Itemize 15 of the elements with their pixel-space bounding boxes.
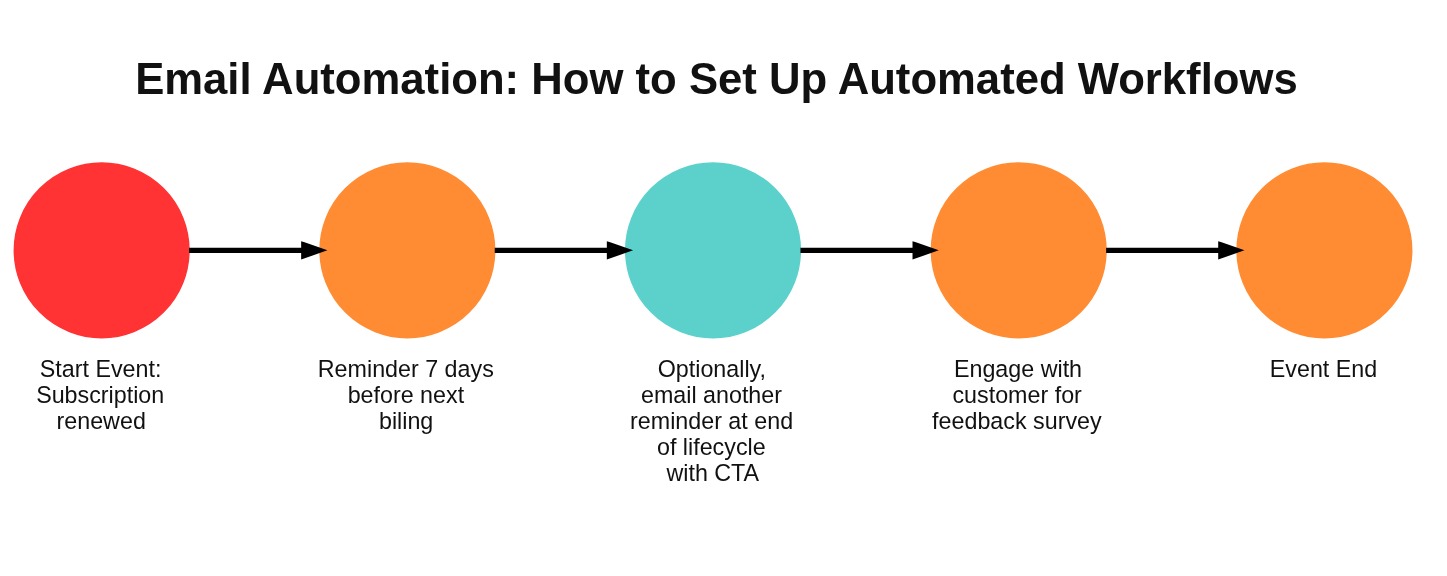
node-label: Optionally, email another reminder at end of lifecycle with CTA bbox=[630, 355, 794, 486]
diagram-title: Email Automation: How to Set Up Automated Workflows bbox=[135, 53, 1298, 103]
arrow bbox=[1106, 240, 1245, 260]
arrow bbox=[494, 240, 634, 260]
node-label: Engage with customer for feedback survey bbox=[932, 355, 1102, 434]
arrow bbox=[800, 240, 939, 260]
node-label: Start Event: Subscription renewed bbox=[36, 355, 165, 434]
node-label: Reminder 7 days before next biling bbox=[317, 355, 494, 434]
node-label: Event End bbox=[1269, 355, 1378, 382]
node-circle bbox=[13, 161, 190, 338]
arrow bbox=[189, 240, 328, 260]
node-circle bbox=[1236, 161, 1413, 338]
node-circle bbox=[930, 161, 1107, 338]
node-circle bbox=[319, 161, 496, 338]
node-circle bbox=[624, 161, 802, 338]
